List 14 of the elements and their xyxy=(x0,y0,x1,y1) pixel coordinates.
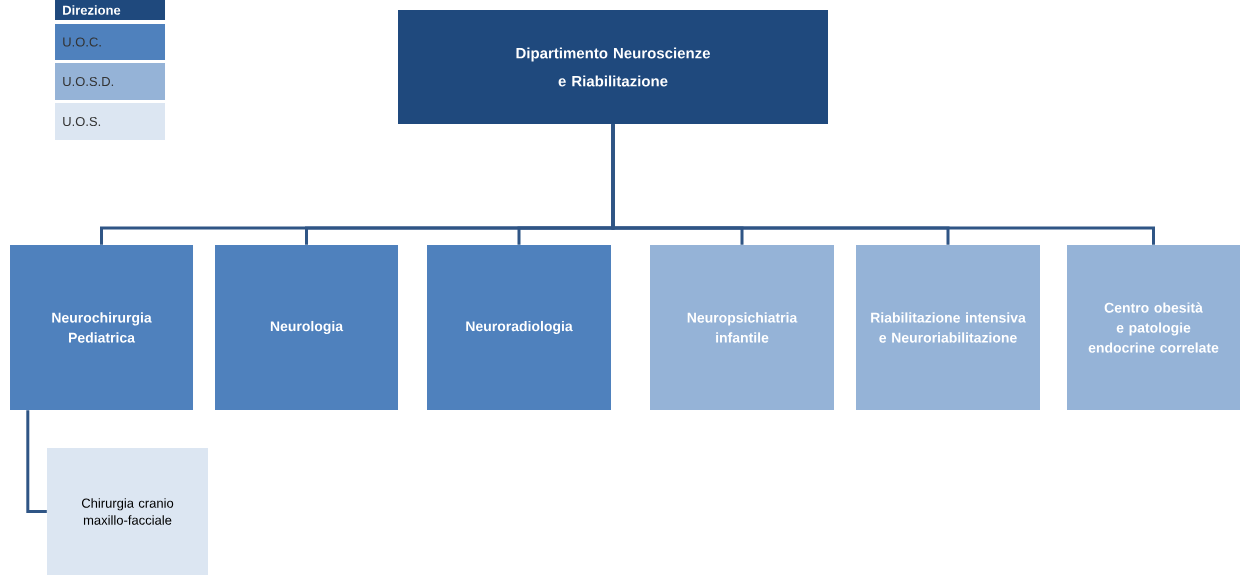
unit-box: Chirurgia cranio maxillo-facciale xyxy=(47,448,208,575)
unit-box: Neuropsichiatria infantile xyxy=(650,245,834,410)
legend-label: Direzione xyxy=(63,5,121,15)
legend-label: U.O.S. xyxy=(63,116,101,127)
department-box: Dipartimento Neuroscienze e Riabilitazione xyxy=(398,10,828,124)
legend-label: U.O.S.D. xyxy=(63,76,114,87)
connector-line xyxy=(611,124,1155,245)
unit-box: Neuroradiologia xyxy=(427,245,611,410)
unit-box: Neurologia xyxy=(215,245,398,410)
unit-box: Neurochirurgia Pediatrica xyxy=(10,245,193,410)
unit-box: Riabilitazione intensiva e Neuroriabilitazione xyxy=(856,245,1040,410)
connector-line xyxy=(26,410,47,513)
legend-label: U.O.C. xyxy=(63,37,101,47)
unit-box: Centro obesità e patologie endocrine correlate xyxy=(1067,245,1240,410)
